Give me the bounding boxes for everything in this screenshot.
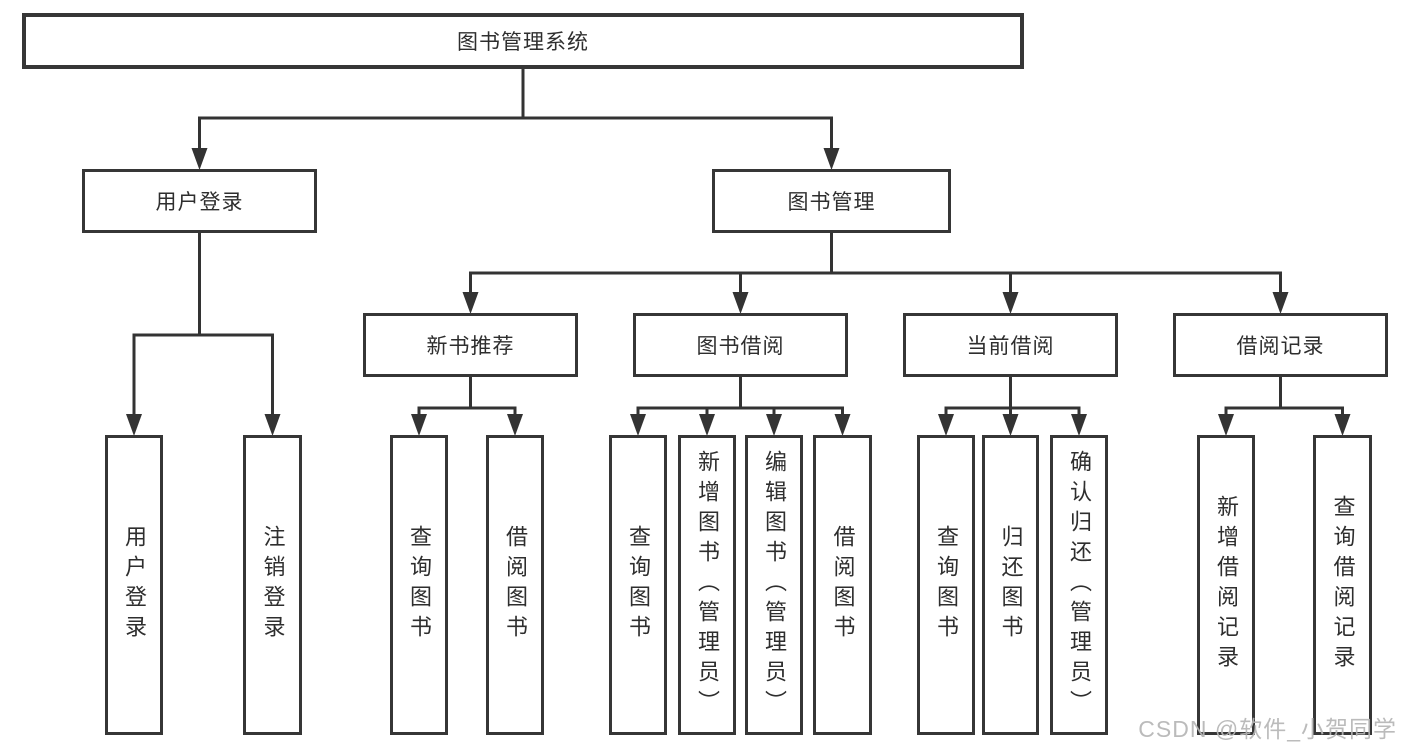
arrowhead-icon <box>1334 414 1351 436</box>
node-label: 归还图书 <box>998 525 1024 645</box>
csdn-watermark: CSDN @软件_小贺同学 <box>1138 716 1397 742</box>
leaf-edit-book-admin: 编辑图书（管理员） <box>745 435 803 735</box>
node-user-login: 用户登录 <box>82 169 317 233</box>
node-label: 查询借阅记录 <box>1330 495 1356 675</box>
arrowhead-icon <box>766 414 782 436</box>
arrowhead-icon <box>264 414 281 436</box>
node-label: 查询图书 <box>934 525 959 645</box>
node-label: 借阅图书 <box>503 525 528 645</box>
leaf-borrow-book-2: 借阅图书 <box>813 435 872 735</box>
node-label: 注销登录 <box>260 525 286 645</box>
node-label: 编辑图书（管理员） <box>762 450 787 720</box>
node-label: 查询图书 <box>626 525 651 645</box>
node-label: 图书管理系统 <box>457 31 589 54</box>
node-book-borrow: 图书借阅 <box>633 313 848 377</box>
leaf-query-book-3: 查询图书 <box>917 435 975 735</box>
node-borrow-record: 借阅记录 <box>1173 313 1388 377</box>
node-label: 借阅记录 <box>1236 335 1325 358</box>
node-label: 用户登录 <box>122 525 147 645</box>
node-label: 查询图书 <box>407 525 432 645</box>
node-root-library-system: 图书管理系统 <box>22 13 1024 69</box>
leaf-confirm-return-admin: 确认归还（管理员） <box>1050 435 1108 735</box>
node-current-borrow: 当前借阅 <box>903 313 1118 377</box>
arrowhead-icon <box>732 292 749 314</box>
arrowhead-icon <box>1002 414 1019 436</box>
leaf-return-book: 归还图书 <box>982 435 1039 735</box>
arrowhead-icon <box>699 414 715 436</box>
node-book-management: 图书管理 <box>712 169 951 233</box>
arrowhead-icon <box>411 414 427 436</box>
leaf-logout: 注销登录 <box>243 435 302 735</box>
node-label: 新增图书（管理员） <box>695 450 720 720</box>
arrowhead-icon <box>1071 414 1087 436</box>
node-new-book-recommend: 新书推荐 <box>363 313 578 377</box>
node-label: 新增借阅记录 <box>1214 495 1239 675</box>
node-label: 图书借阅 <box>696 335 785 358</box>
leaf-query-book-2: 查询图书 <box>609 435 667 735</box>
leaf-query-borrow-record: 查询借阅记录 <box>1313 435 1372 735</box>
node-label: 图书管理 <box>787 191 876 214</box>
arrowhead-icon <box>630 414 646 436</box>
node-label: 当前借阅 <box>966 335 1055 358</box>
arrowhead-icon <box>191 148 208 170</box>
node-label: 用户登录 <box>155 191 244 214</box>
arrowhead-icon <box>938 414 954 436</box>
arrowhead-icon <box>1002 292 1019 314</box>
arrowhead-icon <box>462 292 479 314</box>
arrowhead-icon <box>1272 292 1289 314</box>
arrowhead-icon <box>823 148 840 170</box>
arrowhead-icon <box>834 414 851 436</box>
leaf-add-borrow-record: 新增借阅记录 <box>1197 435 1255 735</box>
arrowhead-icon <box>507 414 523 436</box>
leaf-borrow-book-1: 借阅图书 <box>486 435 544 735</box>
leaf-user-login: 用户登录 <box>105 435 163 735</box>
leaf-query-book-1: 查询图书 <box>390 435 448 735</box>
node-label: 借阅图书 <box>830 525 856 645</box>
leaf-add-book-admin: 新增图书（管理员） <box>678 435 736 735</box>
arrowhead-icon <box>126 414 142 436</box>
node-label: 新书推荐 <box>426 335 515 358</box>
arrowhead-icon <box>1218 414 1234 436</box>
node-label: 确认归还（管理员） <box>1067 450 1092 720</box>
